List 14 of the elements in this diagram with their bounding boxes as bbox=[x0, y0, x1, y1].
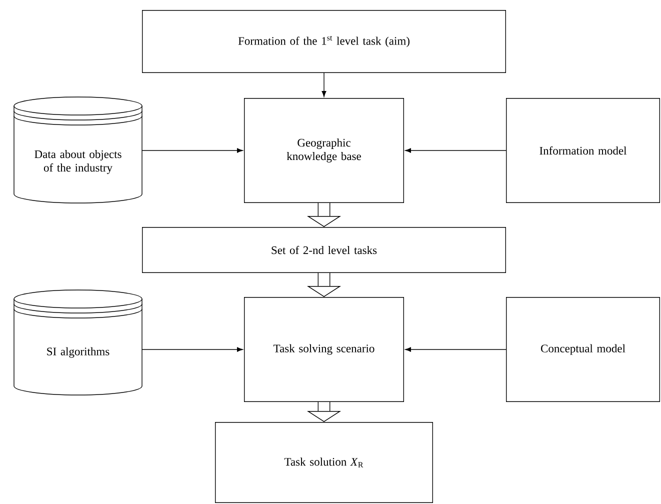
database-cylinder: SI algorithms bbox=[14, 290, 142, 396]
database-cylinder: Data about objects of the industry bbox=[14, 96, 142, 204]
process-box: Geographic knowledge base bbox=[244, 98, 404, 203]
process-box: Formation of the 1$^{st}$ level task (aim) bbox=[142, 10, 506, 73]
arrow bbox=[142, 347, 243, 352]
arrow bbox=[405, 148, 506, 153]
arrow bbox=[405, 347, 506, 352]
process-box: Set of 2-nd level tasks bbox=[142, 227, 506, 273]
process-box: Task solving scenario bbox=[244, 297, 404, 402]
process-box: Conceptual model bbox=[506, 297, 660, 402]
process-box: Information model bbox=[506, 98, 660, 203]
arrow bbox=[322, 72, 326, 97]
arrow bbox=[142, 148, 243, 153]
process-box: Task solution X$_{R}$ bbox=[215, 422, 433, 503]
